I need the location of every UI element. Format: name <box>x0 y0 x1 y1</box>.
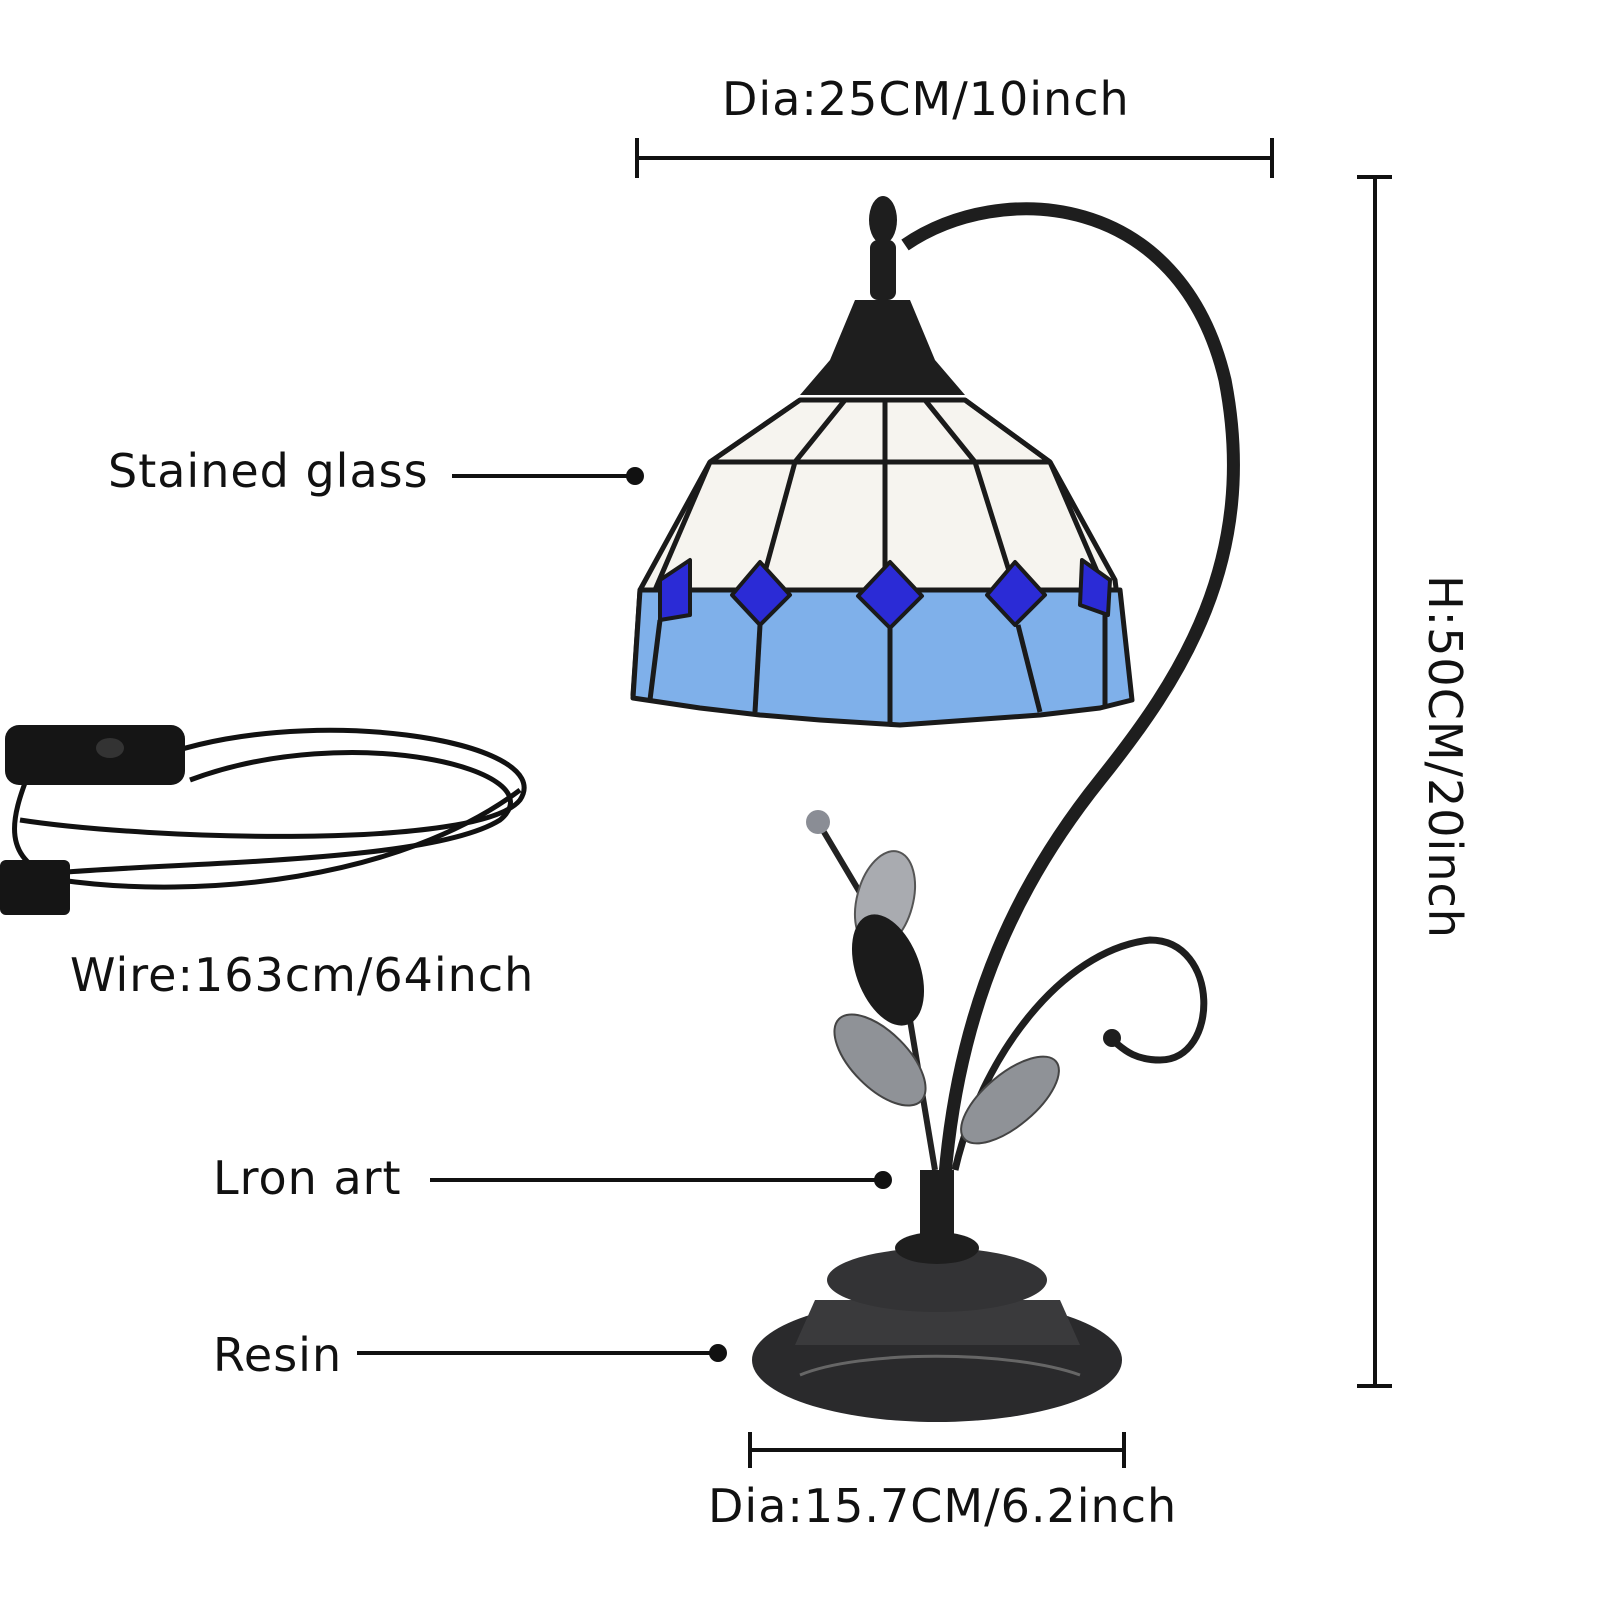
base-diameter-label: Dia:15.7CM/6.2inch <box>708 1479 1178 1533</box>
shade-diameter-label: Dia:25CM/10inch <box>722 72 1130 126</box>
shade-callout-leader <box>452 467 644 485</box>
resin-label: Resin <box>213 1328 343 1382</box>
stained-glass-label: Stained glass <box>108 444 429 498</box>
leaves <box>833 850 1060 1145</box>
height-label: H:50CM/20inch <box>1418 575 1472 939</box>
shade-diameter-dimension-line <box>635 138 1274 178</box>
curl-branch <box>951 936 1208 1171</box>
base-callout-leader <box>357 1344 727 1362</box>
glass-shade <box>630 397 1135 728</box>
power-cord-with-switch <box>0 725 527 915</box>
base-diameter-dimension-line <box>748 1432 1126 1468</box>
iron-art-label: Lron art <box>213 1151 402 1205</box>
height-dimension-line <box>1357 175 1392 1388</box>
resin-base <box>752 1170 1122 1422</box>
stem-callout-leader <box>430 1171 892 1189</box>
wire-length-label: Wire:163cm/64inch <box>70 948 535 1002</box>
lamp-arm <box>901 202 1240 1176</box>
finial <box>800 196 965 395</box>
